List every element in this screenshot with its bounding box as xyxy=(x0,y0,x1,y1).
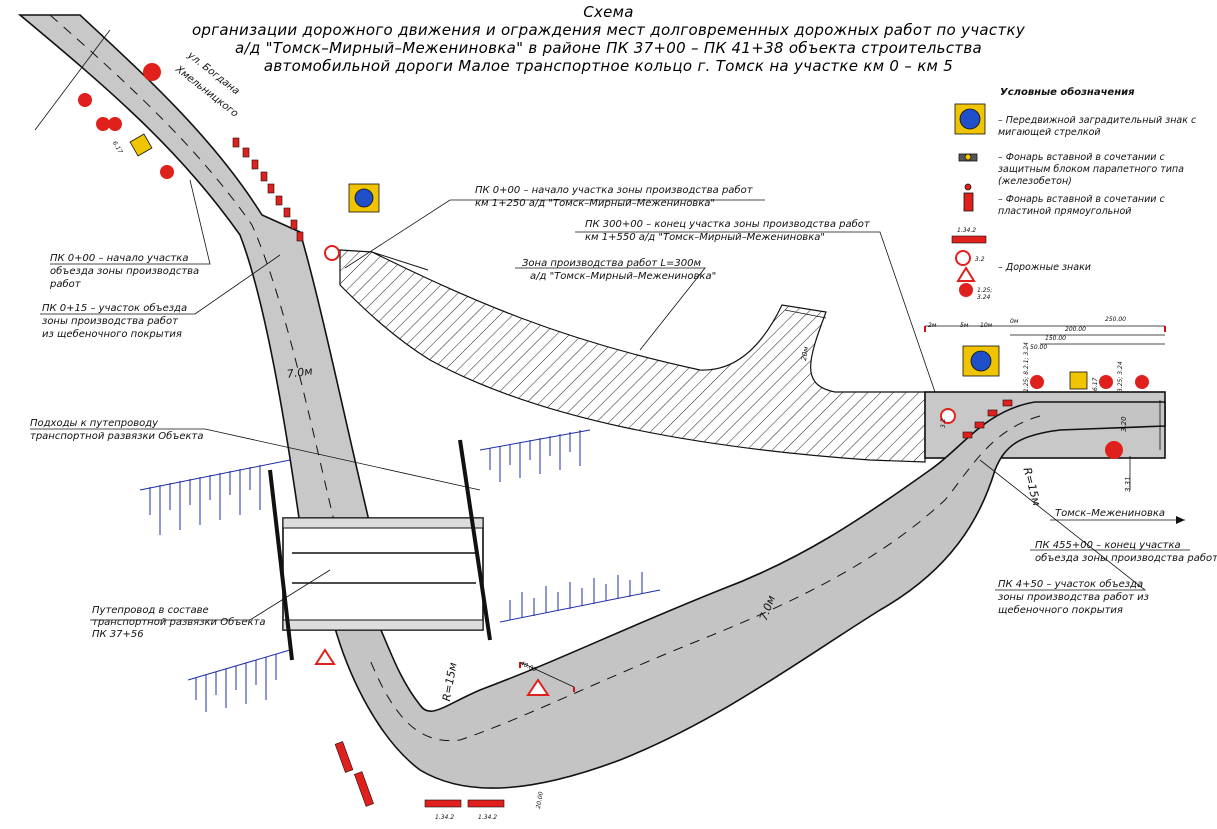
sign-617-yellow xyxy=(129,133,1088,390)
approaches-label-1: Подходы к путепроводу xyxy=(30,418,159,429)
dim-200: 200.00 xyxy=(1065,326,1086,333)
warning-triangle xyxy=(526,678,550,696)
legend-icons xyxy=(958,153,978,212)
sign-32-label: 3.2 xyxy=(940,418,947,428)
sign-617-label-east: 6.17 xyxy=(1092,377,1099,391)
dim-50: 50.00 xyxy=(1030,344,1048,351)
sign-325-label: 3.25; 3.24 xyxy=(1117,361,1124,392)
legend-item-road-signs: – Дорожные знаки xyxy=(998,262,1091,273)
lamp-blocks-north xyxy=(232,137,304,242)
pk0-km-label: км 1+250 а/д "Томск–Мирный–Межениновка" xyxy=(475,198,715,209)
title-line-3: а/д "Томск–Мирный–Межениновка" в районе … xyxy=(235,39,982,57)
pk450-label-1: ПК 4+50 – участок объезда xyxy=(998,579,1144,590)
dim-250: 250.00 xyxy=(1105,316,1126,323)
pk300-km-label: км 1+550 а/д "Томск–Мирный–Межениновка" xyxy=(585,232,825,243)
dim-320: 3.20 xyxy=(1120,416,1128,432)
dimension-lines xyxy=(34,29,1185,688)
detour-start-label-2: объезда зоны производства xyxy=(50,266,200,277)
pk0-start-label: ПК 0+00 – начало участка зоны производст… xyxy=(475,185,753,196)
overpass-deck xyxy=(282,517,484,631)
legend-code-125: 1.25; 3.24 xyxy=(977,287,993,301)
overpass-pier-right xyxy=(458,439,492,641)
overpass-label-1: Путепровод в составе xyxy=(92,605,209,616)
legend-heading: Условные обозначения xyxy=(1000,87,1135,98)
title-line-1: Схема xyxy=(583,3,634,21)
zone-road-label: а/д "Томск–Мирный–Межениновка" xyxy=(530,271,717,282)
work-zone-hatched xyxy=(339,249,926,463)
pk455-label-1: ПК 455+00 – конец участка xyxy=(1035,540,1181,551)
overpass-label-2: транспортной развязки Объекта xyxy=(92,617,266,628)
leader-lines xyxy=(30,179,1190,621)
dim-0m: 0м xyxy=(1010,318,1019,325)
detour-015-label-3: из щебеночного покрытия xyxy=(42,329,182,340)
legend-code-32: 3.2 xyxy=(975,256,985,263)
slope-hatching-right xyxy=(479,429,661,623)
dim-5m: 5м xyxy=(960,322,969,329)
detour-start-label-3: работ xyxy=(50,279,81,290)
dim-331: 3.31 xyxy=(1124,476,1132,492)
legend-item-mobile-barrier: – Передвижной заградительный знак с мига… xyxy=(998,115,1197,138)
barrier-strips xyxy=(334,235,987,808)
approaches-label-2: транспортной развязки Объекта xyxy=(30,431,204,442)
mobile-barrier-signs xyxy=(348,103,1000,377)
sign-1255-label: 1.25; 8.2.1; 3.24 xyxy=(1023,342,1030,392)
pk450-label-2: зоны производства работ из xyxy=(998,592,1149,603)
zone-length-label: Зона производства работ L=300м xyxy=(522,258,701,269)
dim-2m: 2м xyxy=(928,322,937,329)
road-signs xyxy=(78,63,1149,459)
slope-hatching-left xyxy=(139,459,291,712)
detour-015-label-2: зоны производства работ xyxy=(42,316,178,327)
dim-150: 150.00 xyxy=(1045,335,1066,342)
title-line-4: автомобильной дороги Малое транспортное … xyxy=(263,57,954,75)
legend-code-1342: 1.34.2 xyxy=(957,227,977,234)
sign-1342-label-2: 1.34.2 xyxy=(478,814,498,821)
sign-1342-label-1: 1.34.2 xyxy=(435,814,455,821)
overpass-pier-left xyxy=(268,469,294,661)
dim-10m: 10м xyxy=(980,322,993,329)
overpass-label-3: ПК 37+56 xyxy=(92,629,144,640)
legend-item-lamp-block: – Фонарь вставной в сочетании с защитным… xyxy=(998,152,1184,187)
lamp-blocks-detour xyxy=(962,399,1013,439)
direction-label: Томск–Межениновка xyxy=(1055,508,1166,519)
detour-start-label-1: ПК 0+00 – начало участка xyxy=(50,253,189,264)
pk450-label-3: щебеночного покрытия xyxy=(998,605,1123,616)
pk455-label-2: объезда зоны производства работ xyxy=(1035,553,1217,564)
legend-item-lamp-plate: – Фонарь вставной в сочетании с пластино… xyxy=(998,194,1165,217)
title-line-2: организации дорожного движения и огражде… xyxy=(191,21,1026,39)
pk300-end-label: ПК 300+00 – конец участка зоны производс… xyxy=(585,219,870,230)
detour-015-label-1: ПК 0+15 – участок объезда xyxy=(42,303,188,314)
